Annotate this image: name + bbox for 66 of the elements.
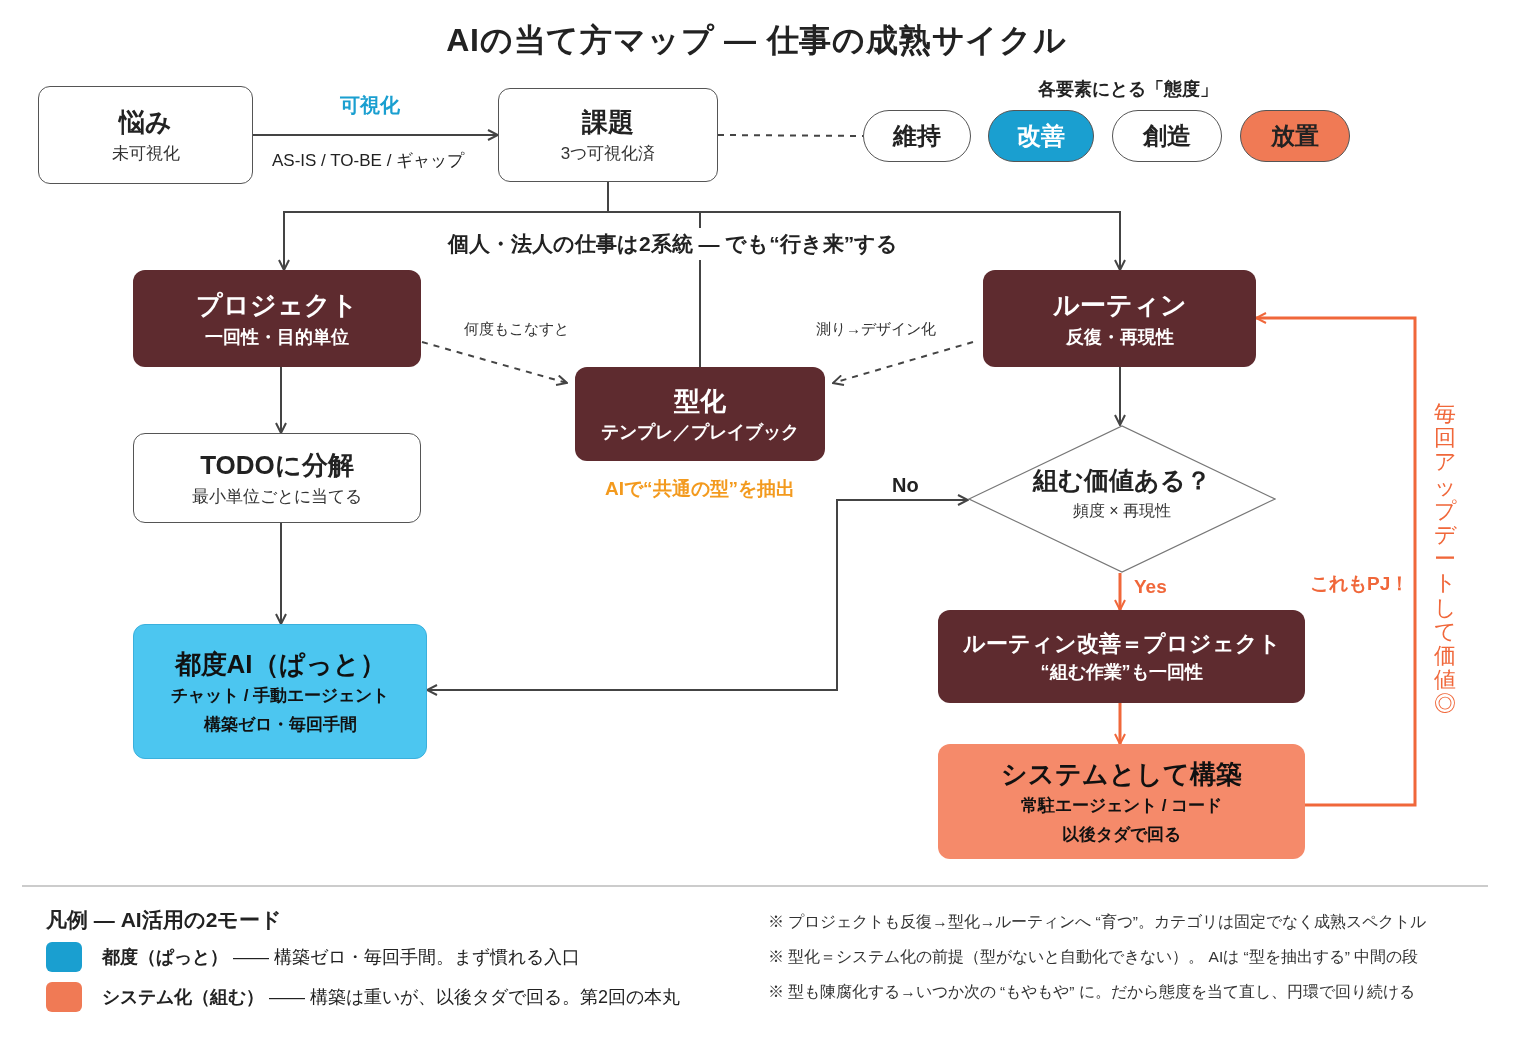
arrow — [1114, 366, 1126, 426]
system-build-box — [938, 744, 1305, 859]
node-subtitle: 構築ゼロ・毎回手間 — [203, 713, 357, 735]
legend-heading: 凡例 — AI活用の2モード — [46, 907, 283, 933]
node-title: 放置 — [1271, 121, 1319, 151]
node-subtitle: 3つ可視化済 — [560, 142, 656, 164]
problem-box — [38, 86, 253, 184]
node-subtitle: 反復・再現性 — [1065, 325, 1174, 348]
arrow — [1114, 703, 1126, 745]
arrow — [1255, 312, 1417, 807]
node-subtitle: 頻度 × 再現性 — [1072, 500, 1172, 521]
annotation-text: 各要素にとる「態度」 — [1038, 78, 1218, 101]
node-subtitle: 最小単位ごとに当てる — [192, 485, 362, 507]
note-text: ※ プロジェクトも反復→型化→ルーティンへ “育つ”。カテゴリは固定でなく成熟スペクトル — [768, 912, 1426, 932]
routine-box — [983, 270, 1256, 367]
arrow — [1114, 573, 1126, 611]
arrow — [421, 341, 568, 387]
node-title: プロジェクト — [196, 289, 358, 322]
node-caption: AIで“共通の型”を抽出 — [605, 477, 795, 501]
note-text: ※ 型も陳腐化する→いつか次の “もやもや” に。だから態度を当て直し、円環で回り続ける — [768, 982, 1415, 1002]
node-subtitle: テンプレ／プレイブック — [601, 421, 799, 444]
issue-box — [498, 88, 718, 182]
edge-label: No — [892, 473, 919, 498]
node-title: 改善 — [1017, 121, 1065, 151]
arrow — [275, 366, 287, 434]
node-title: 課題 — [582, 106, 634, 139]
project-box — [133, 270, 421, 367]
node-title: 型化 — [674, 384, 726, 417]
edge-label: 測り→デザイン化 — [816, 319, 936, 339]
arrow — [275, 522, 287, 625]
arrow — [426, 494, 969, 696]
attitude-pill — [1240, 110, 1350, 162]
edge-label: 毎回アップデートして価値◎ — [1434, 402, 1456, 717]
node-title: ルーティン — [1052, 289, 1187, 322]
node-title: 維持 — [893, 121, 941, 151]
edge-label: Yes — [1134, 575, 1167, 599]
node-subtitle: チャット / 手動エージェント — [170, 684, 390, 706]
attitude-pill — [863, 110, 971, 162]
decision-diamond — [968, 425, 1276, 573]
annotation-text: これもPJ！ — [1310, 572, 1410, 596]
arrow — [252, 129, 499, 141]
node-title: 都度AI（ぱっと） — [174, 648, 386, 681]
node-subtitle: “組む作業”も一回性 — [1040, 661, 1203, 684]
node-title: ルーティン改善＝プロジェクト — [962, 629, 1281, 657]
legend-text: 都度（ぱっと） —— 構築ゼロ・毎回手間。まず慣れる入口 — [102, 945, 580, 969]
node-subtitle: 一回性・目的単位 — [205, 325, 349, 348]
node-title: TODOに分解 — [200, 449, 354, 482]
node-subtitle: 常駐エージェント / コード — [1020, 794, 1223, 816]
arrow — [832, 341, 974, 386]
attitude-pill — [1112, 110, 1222, 162]
node-title: システムとして構築 — [1001, 758, 1242, 791]
edge-label: 可視化 — [340, 93, 400, 118]
annotation-text: AS-IS / TO-BE / ギャップ — [272, 150, 465, 172]
todo-box — [133, 433, 421, 523]
attitude-pill — [988, 110, 1094, 162]
note-text: ※ 型化＝システム化の前提（型がないと自動化できない）。 AIは “型を抽出する” 中間の段 — [768, 947, 1419, 967]
legend-text: システム化（組む） —— 構築は重いが、以後タダで回る。第2回の本丸 — [102, 985, 680, 1009]
node-subtitle: 未可視化 — [111, 142, 180, 164]
node-subtitle: 以後タダで回る — [1062, 823, 1181, 845]
node-title: 悩み — [119, 106, 172, 139]
ad-hoc-ai-box — [133, 624, 427, 759]
node-title: 創造 — [1143, 121, 1191, 151]
edge-label: 何度もこなすと — [464, 319, 569, 339]
node-title: 組む価値ある？ — [1033, 465, 1211, 497]
routine-improvement-box — [938, 610, 1305, 703]
diagram-title: AIの当て方マップ — 仕事の成熟サイクル — [446, 21, 1067, 60]
